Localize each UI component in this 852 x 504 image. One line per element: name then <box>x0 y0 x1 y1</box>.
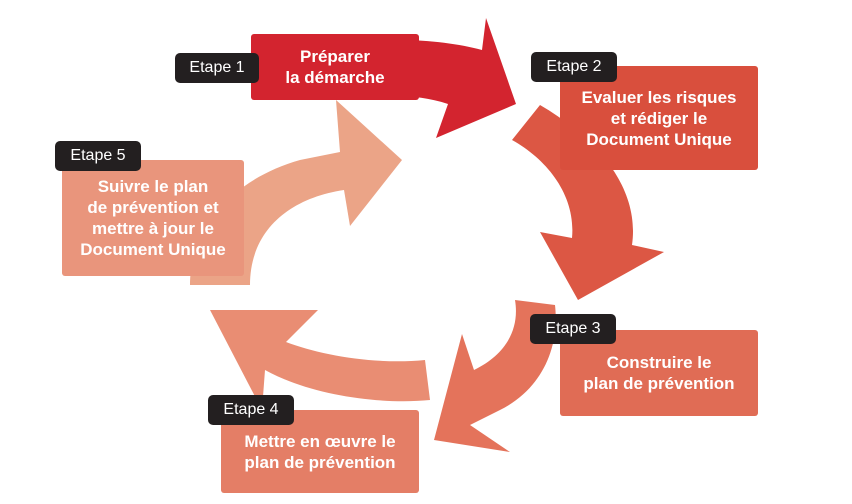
step-3-tag: Etape 3 <box>530 314 616 344</box>
step-5-text: Suivre le plan de prévention et mettre à… <box>80 177 226 259</box>
step-1-tag: Etape 1 <box>175 53 259 83</box>
step-5-tag: Etape 5 <box>55 141 141 171</box>
cycle-arrow-1-to-2 <box>395 18 516 138</box>
step-4-text: Mettre en œuvre le plan de prévention <box>244 431 396 472</box>
cycle-arrow-4-to-5 <box>210 310 430 410</box>
step-4-tag: Etape 4 <box>208 395 294 425</box>
step-3-box: Construire le plan de prévention <box>560 330 758 416</box>
step-1-box: Préparer la démarche <box>251 34 419 100</box>
step-2-tag: Etape 2 <box>531 52 617 82</box>
step-5-box: Suivre le plan de prévention et mettre à… <box>62 160 244 276</box>
cycle-arrow-2-to-3 <box>512 105 664 300</box>
cycle-arrow-3-to-4 <box>434 300 556 452</box>
step-2-text: Evaluer les risques et rédiger le Docume… <box>581 87 737 149</box>
step-3-text: Construire le plan de prévention <box>583 353 735 393</box>
step-2-box: Evaluer les risques et rédiger le Docume… <box>560 66 758 170</box>
step-1-text: Préparer la démarche <box>285 47 385 87</box>
